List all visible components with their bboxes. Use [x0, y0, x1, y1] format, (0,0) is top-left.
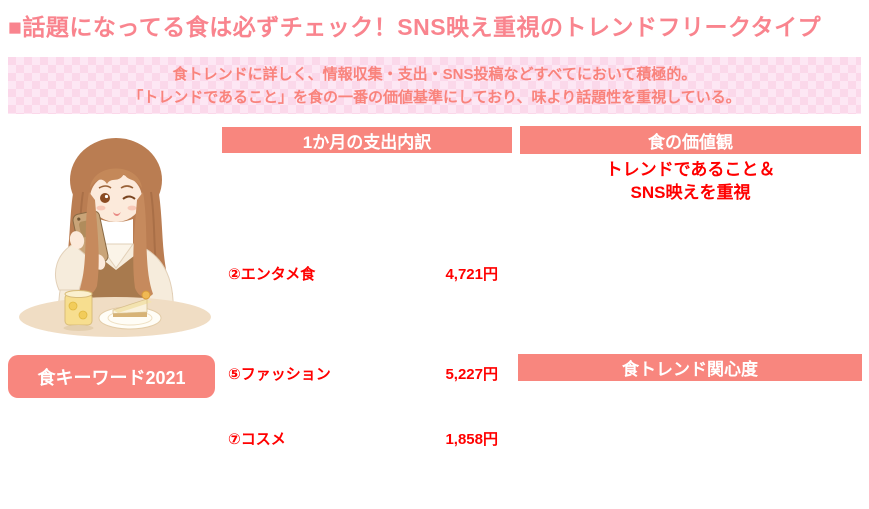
- spending-row: ②エンタメ食 4,721円: [228, 264, 498, 283]
- trend-interest-section-header: 食トレンド関心度: [518, 354, 862, 381]
- spending-item-value: 4,721円: [445, 265, 498, 283]
- food-values-line-2: SNS映えを重視: [630, 183, 751, 202]
- page-title: ■話題になってる食は必ずチェック！SNS映え重視のトレンドフリークタイプ: [8, 14, 822, 40]
- spending-item-label: ②エンタメ食: [228, 265, 316, 283]
- cake-plate: [98, 290, 162, 330]
- spending-section-header: 1か月の支出内訳: [222, 127, 512, 153]
- drink-glass: [63, 290, 94, 331]
- food-values-line-1: トレンドであること＆: [605, 160, 776, 179]
- food-values-section-header: 食の価値観: [520, 126, 861, 154]
- food-values-text: トレンドであること＆ SNS映えを重視: [520, 158, 861, 204]
- summary-line-1: 食トレンドに詳しく、情報収集・支出・SNS投稿などすべてにおいて積極的。: [172, 65, 697, 83]
- spending-item-label: ⑦コスメ: [228, 430, 286, 448]
- hair-front: [79, 192, 153, 298]
- summary-banner: 食トレンドに詳しく、情報収集・支出・SNS投稿などすべてにおいて積極的。 「トレ…: [8, 57, 861, 114]
- spending-row: ⑤ファッション 5,227円: [228, 364, 498, 383]
- food-keyword-badge: 食キーワード2021: [8, 355, 215, 398]
- spending-row: ⑦コスメ 1,858円: [228, 429, 498, 448]
- summary-line-2: 「トレンドであること」を食の一番の価値基準にしており、味より話題性を重視している…: [128, 88, 741, 106]
- spending-item-value: 5,227円: [445, 365, 498, 383]
- spending-item-value: 1,858円: [445, 430, 498, 448]
- spending-item-label: ⑤ファッション: [228, 365, 331, 383]
- woman-photo-illustration: [19, 138, 211, 337]
- face: [90, 168, 142, 222]
